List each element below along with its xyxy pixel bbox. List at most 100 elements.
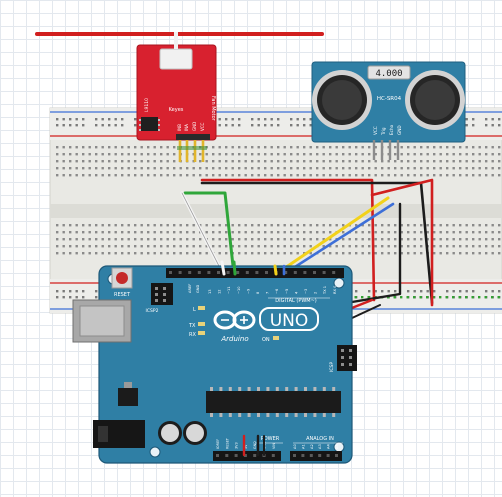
rail-hole bbox=[472, 290, 475, 293]
breadboard-hole bbox=[290, 153, 293, 156]
rail-hole bbox=[491, 118, 494, 121]
chip-leg bbox=[266, 387, 270, 391]
breadboard-hole bbox=[303, 231, 306, 234]
header-hole[interactable] bbox=[326, 454, 330, 457]
capacitors bbox=[158, 421, 207, 445]
breadboard-hole bbox=[244, 146, 247, 149]
breadboard-hole bbox=[446, 174, 449, 177]
header-hole[interactable] bbox=[178, 271, 182, 274]
header-hole[interactable] bbox=[255, 271, 259, 274]
breadboard-hole bbox=[264, 224, 267, 227]
breadboard-hole bbox=[309, 252, 312, 255]
breadboard-hole bbox=[160, 252, 163, 255]
header-hole[interactable] bbox=[335, 454, 338, 457]
header-hole[interactable] bbox=[322, 271, 326, 274]
breadboard-hole bbox=[335, 146, 338, 149]
breadboard-hole bbox=[387, 153, 390, 156]
header-hole[interactable] bbox=[332, 271, 336, 274]
breadboard-hole bbox=[264, 167, 267, 170]
breadboard-hole bbox=[387, 174, 390, 177]
breadboard-hole bbox=[374, 153, 377, 156]
header-hole[interactable] bbox=[207, 271, 211, 274]
sensor-pin-gnd: GND bbox=[397, 125, 402, 135]
breadboard-hole bbox=[381, 167, 384, 170]
header-hole[interactable] bbox=[217, 271, 220, 274]
header-hole[interactable] bbox=[243, 454, 247, 457]
header-hole[interactable] bbox=[234, 454, 238, 457]
chip-leg bbox=[304, 413, 307, 417]
header-hole[interactable] bbox=[197, 271, 201, 274]
breadboard-hole bbox=[472, 146, 475, 149]
header-hole[interactable] bbox=[318, 454, 322, 457]
breadboard-hole bbox=[62, 174, 65, 177]
breadboard-hole bbox=[290, 252, 293, 255]
breadboard-hole bbox=[283, 245, 286, 248]
chip-leg bbox=[285, 413, 289, 417]
breadboard-hole bbox=[459, 160, 462, 163]
breadboard-hole bbox=[88, 160, 91, 163]
header-hole[interactable] bbox=[225, 454, 229, 457]
breadboard-hole bbox=[153, 238, 156, 241]
breadboard-hole bbox=[82, 224, 85, 227]
breadboard-hole bbox=[309, 174, 312, 177]
header-hole[interactable] bbox=[216, 454, 219, 457]
breadboard-hole bbox=[231, 160, 234, 163]
breadboard-hole bbox=[75, 245, 78, 248]
chip-leg bbox=[257, 413, 260, 417]
breadboard-hole bbox=[173, 160, 176, 163]
breadboard-hole bbox=[108, 174, 111, 177]
breadboard-hole bbox=[101, 167, 104, 170]
breadboard-hole bbox=[251, 224, 254, 227]
active-hole bbox=[484, 296, 487, 299]
header-hole[interactable] bbox=[313, 271, 316, 274]
breadboard-hole bbox=[88, 153, 91, 156]
breadboard-hole bbox=[491, 146, 494, 149]
header-hole[interactable] bbox=[309, 454, 313, 457]
rail-hole bbox=[56, 296, 59, 299]
header-hole[interactable] bbox=[245, 271, 249, 274]
breadboard-hole bbox=[101, 160, 104, 163]
breadboard-hole bbox=[114, 174, 117, 177]
header-hole[interactable] bbox=[293, 271, 297, 274]
active-hole bbox=[497, 296, 500, 299]
rail-hole bbox=[218, 124, 221, 127]
chip-legs bbox=[210, 387, 336, 417]
breadboard-hole bbox=[329, 146, 332, 149]
breadboard-hole bbox=[62, 153, 65, 156]
header-hole[interactable] bbox=[188, 271, 192, 274]
breadboard-hole bbox=[439, 174, 442, 177]
breadboard-hole bbox=[329, 167, 332, 170]
breadboard-hole bbox=[166, 224, 169, 227]
header-hole[interactable] bbox=[253, 454, 257, 457]
breadboard-hole bbox=[114, 167, 117, 170]
header-hole[interactable] bbox=[265, 271, 268, 274]
rail-hole bbox=[121, 124, 124, 127]
breadboard-hole bbox=[264, 153, 267, 156]
breadboard-hole bbox=[478, 245, 481, 248]
breadboard-hole bbox=[238, 146, 241, 149]
breadboard-hole bbox=[225, 238, 228, 241]
header-hole[interactable] bbox=[303, 271, 307, 274]
header-hole[interactable] bbox=[301, 454, 305, 457]
header-hole[interactable] bbox=[169, 271, 172, 274]
header-hole[interactable] bbox=[284, 271, 288, 274]
header-hole[interactable] bbox=[226, 271, 230, 274]
breadboard-hole bbox=[465, 146, 468, 149]
rail-hole bbox=[95, 118, 98, 121]
breadboard-hole bbox=[75, 224, 78, 227]
breadboard-hole bbox=[218, 174, 221, 177]
breadboard-hole bbox=[101, 146, 104, 149]
breadboard-hole bbox=[400, 153, 403, 156]
header-hole[interactable] bbox=[293, 454, 296, 457]
breadboard-hole bbox=[296, 174, 299, 177]
fan-pin-gnd: GND bbox=[192, 122, 197, 131]
breadboard-hole bbox=[433, 245, 436, 248]
digital-pin-label: ~6 bbox=[275, 288, 279, 294]
active-hole bbox=[439, 296, 442, 299]
rail-hole bbox=[108, 124, 111, 127]
header-hole[interactable] bbox=[236, 271, 240, 274]
breadboard-hole bbox=[140, 231, 143, 234]
rail-hole bbox=[355, 290, 358, 293]
header-hole[interactable] bbox=[271, 454, 275, 457]
